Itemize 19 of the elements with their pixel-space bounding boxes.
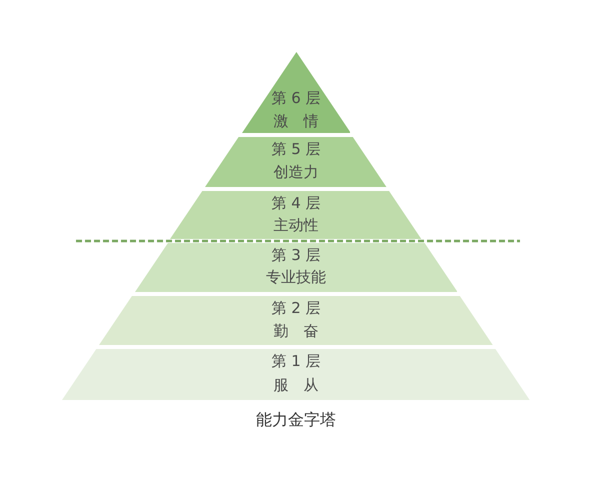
pyramid-tier (242, 52, 350, 133)
pyramid-tier (62, 349, 530, 400)
tier-number: 第 3 层 (271, 246, 321, 264)
tier-name: 主动性 (273, 216, 318, 234)
tier-name: 激 情 (273, 112, 319, 130)
tier-name: 专业技能 (266, 268, 326, 286)
tier-number: 第 6 层 (271, 89, 321, 107)
tier-name: 服 从 (273, 376, 319, 394)
tier-number: 第 1 层 (271, 352, 321, 370)
tier-name: 勤 奋 (273, 322, 319, 340)
pyramid-tier (205, 137, 387, 187)
tier-name: 创造力 (273, 163, 318, 181)
tier-number: 第 2 层 (271, 299, 321, 317)
tier-number: 第 4 层 (271, 194, 321, 212)
pyramid-tier (170, 191, 422, 239)
tier-number: 第 5 层 (271, 140, 321, 158)
pyramid-tier (99, 296, 493, 345)
caption: 能力金字塔 (256, 410, 336, 430)
pyramid-tier (134, 243, 458, 292)
